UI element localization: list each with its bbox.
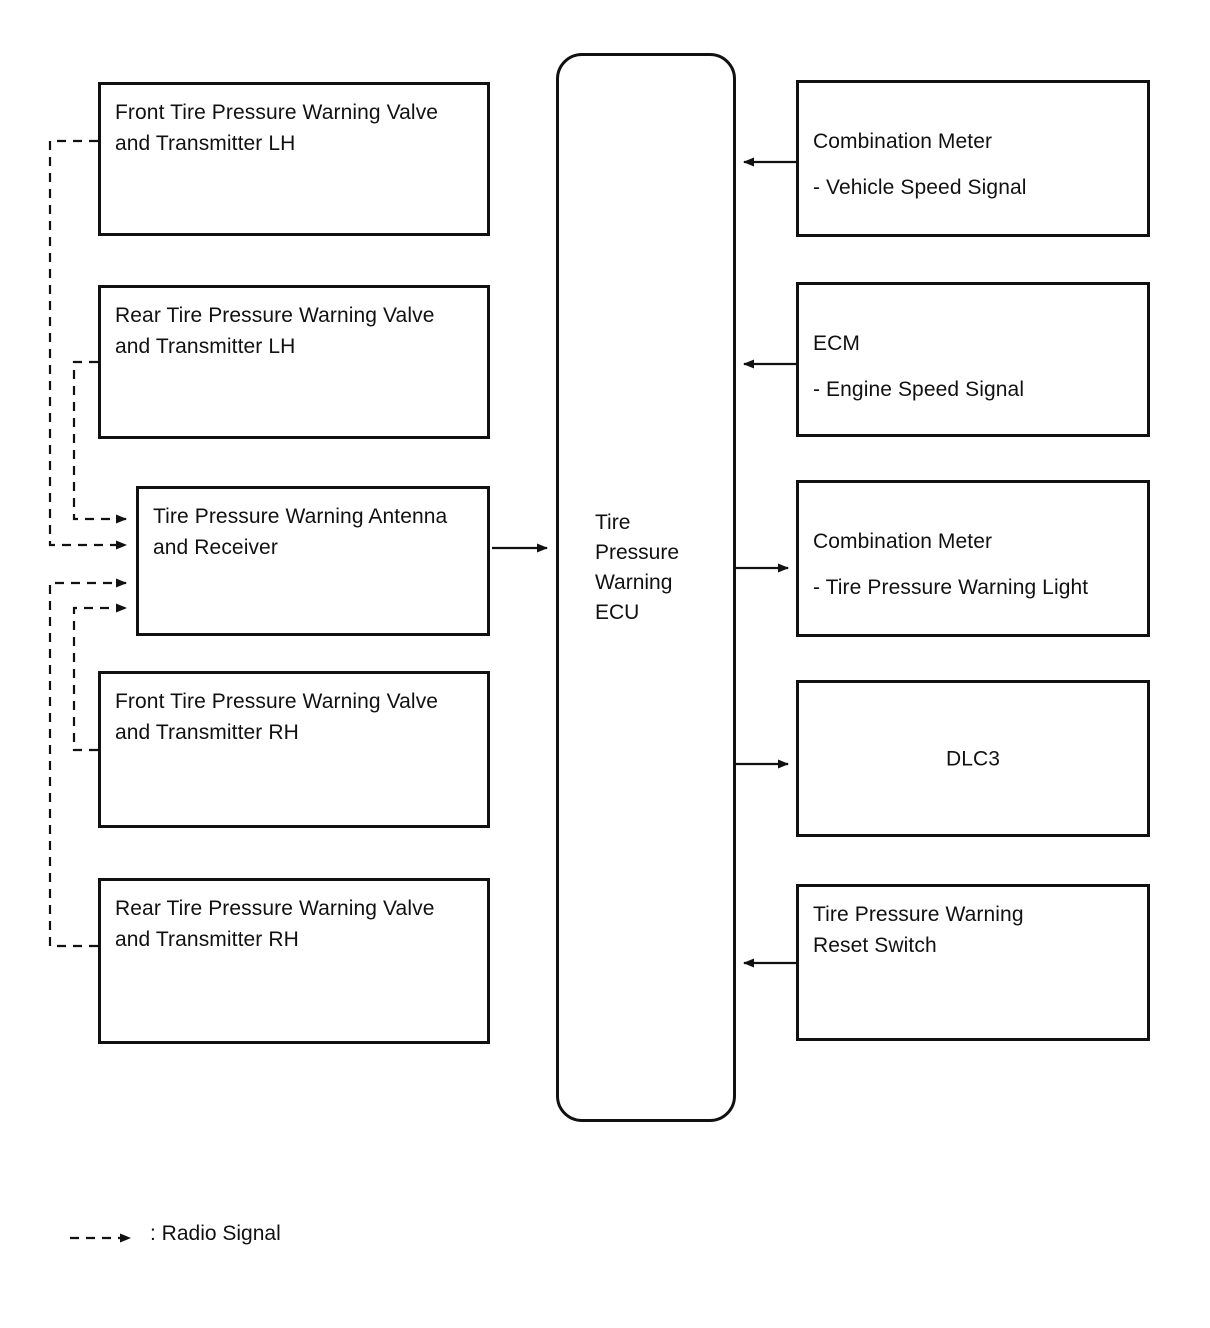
node-title: Combination Meter: [813, 130, 993, 153]
node-label: Rear Tire Pressure Warning Valve and Tra…: [115, 304, 435, 358]
node-label: Tire Pressure Warning Antenna and Receiv…: [153, 505, 448, 559]
node-detail: Reset Switch: [813, 934, 937, 957]
ecu-label: Tire Pressure Warning ECU: [595, 511, 680, 624]
node-label: Front Tire Pressure Warning Valve and Tr…: [115, 101, 439, 155]
node-title: DLC3: [945, 747, 1001, 770]
node-tire-pressure-warning-antenna-and-receiver[interactable]: Tire Pressure Warning Antenna and Receiv…: [136, 486, 490, 636]
node-detail: - Engine Speed Signal: [813, 378, 1025, 401]
node-dlc3[interactable]: DLC3: [796, 680, 1150, 837]
node-combination-meter-vehicle-speed-signal[interactable]: Combination Meter - Vehicle Speed Signal: [796, 80, 1150, 237]
node-detail: - Vehicle Speed Signal: [813, 176, 1027, 199]
node-rear-tire-pressure-warning-valve-transmitter-rh[interactable]: Rear Tire Pressure Warning Valve and Tra…: [98, 878, 490, 1044]
legend-label: : Radio Signal: [150, 1222, 281, 1245]
node-detail: - Tire Pressure Warning Light: [813, 576, 1089, 599]
node-title: Combination Meter: [813, 530, 993, 553]
node-rear-tire-pressure-warning-valve-transmitter-lh[interactable]: Rear Tire Pressure Warning Valve and Tra…: [98, 285, 490, 439]
node-title: ECM: [813, 332, 860, 355]
node-tire-pressure-warning-ecu[interactable]: Tire Pressure Warning ECU: [556, 53, 736, 1122]
node-label: Rear Tire Pressure Warning Valve and Tra…: [115, 897, 435, 951]
node-label: Front Tire Pressure Warning Valve and Tr…: [115, 690, 439, 744]
node-combination-meter-tire-pressure-warning-light[interactable]: Combination Meter - Tire Pressure Warnin…: [796, 480, 1150, 637]
node-title: Tire Pressure Warning: [813, 903, 1024, 926]
node-ecm-engine-speed-signal[interactable]: ECM - Engine Speed Signal: [796, 282, 1150, 437]
legend: : Radio Signal: [66, 1222, 281, 1246]
node-front-tire-pressure-warning-valve-transmitter-rh[interactable]: Front Tire Pressure Warning Valve and Tr…: [98, 671, 490, 828]
node-front-tire-pressure-warning-valve-transmitter-lh[interactable]: Front Tire Pressure Warning Valve and Tr…: [98, 82, 490, 236]
